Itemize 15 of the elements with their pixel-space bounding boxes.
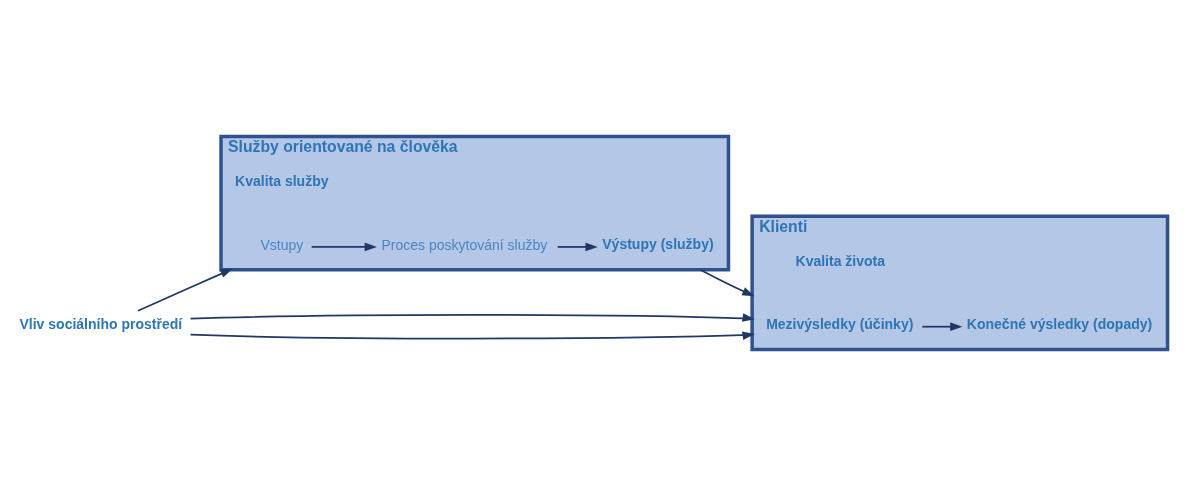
arrow [137,268,233,312]
node-text: Proces poskytování služby [381,237,548,254]
arrow [556,242,598,252]
node-label: Kvalita života [795,253,886,270]
node-text: Konečné výsledky (dopady) [966,316,1153,333]
arrow [310,242,377,252]
arrow [921,322,963,331]
arrow [189,331,755,341]
node-text: Výstupy (služby) [602,236,714,253]
node-text: Vstupy [260,237,304,254]
arrow [189,313,755,322]
node-text: Mezivýsledky (účinky) [766,316,914,333]
node-text: Vliv sociálního prostředí [19,316,183,333]
arrow [699,268,755,297]
node-label: Kvalita služby [235,173,329,190]
